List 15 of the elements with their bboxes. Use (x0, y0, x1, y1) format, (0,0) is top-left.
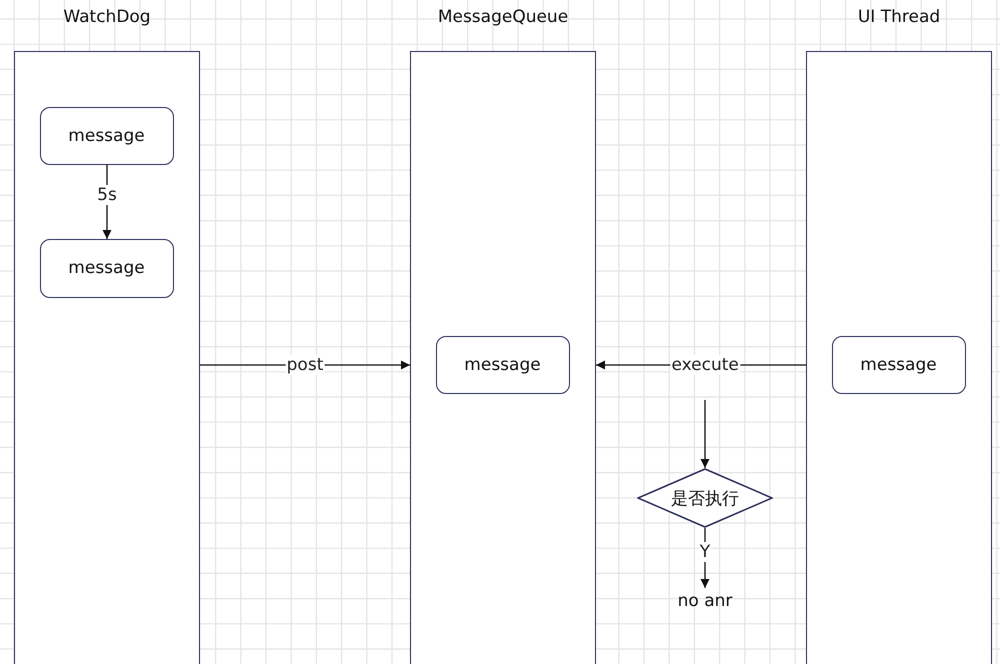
lane-title: WatchDog (62, 7, 152, 27)
arrow (700, 400, 710, 468)
lane-title: UI Thread (856, 7, 942, 27)
process-box: message (436, 336, 570, 394)
process-box: message (40, 238, 174, 298)
decision-diamond: 是否执行 (637, 468, 773, 528)
edge-label: Y (698, 542, 712, 562)
edge-label: execute (670, 355, 740, 375)
process-box: message (40, 106, 174, 164)
lane-title: MessageQueue (436, 7, 570, 27)
arrow (102, 165, 112, 239)
process-box: message (832, 336, 966, 394)
end-label: no anr (672, 588, 738, 614)
edge-label: 5s (96, 184, 118, 205)
edge-label: post (286, 355, 324, 375)
